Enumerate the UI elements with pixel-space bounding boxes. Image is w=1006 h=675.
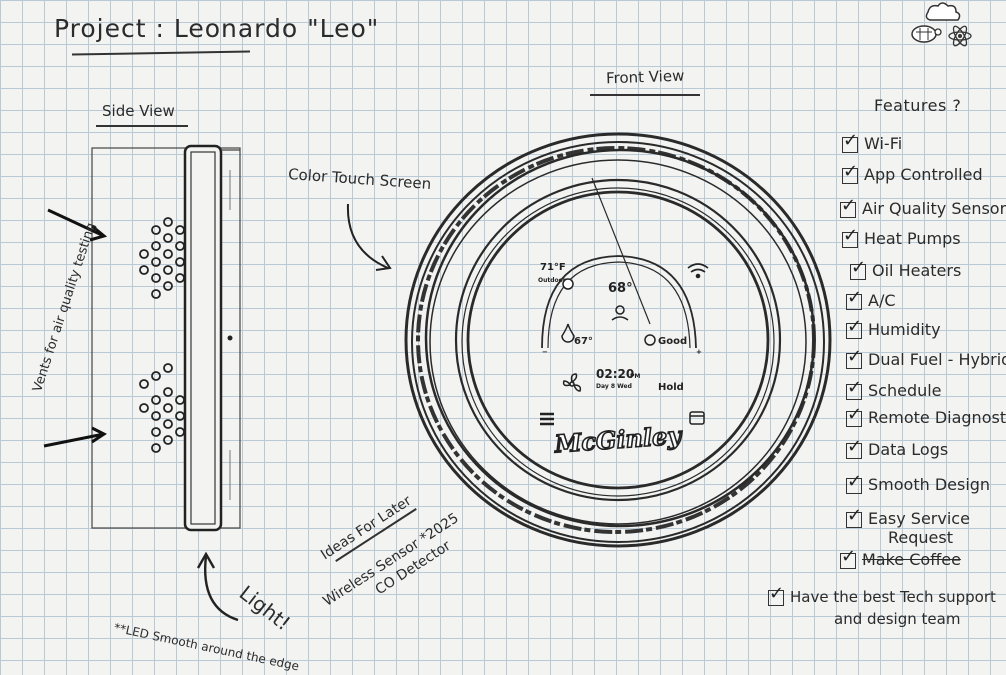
feature-item: Schedule	[846, 377, 942, 405]
fan-icon[interactable]	[562, 373, 582, 392]
person-icon	[611, 305, 629, 321]
air-quality-icon	[644, 334, 656, 346]
feature-item: Easy Service	[846, 505, 970, 533]
touch-screen-arrow	[346, 203, 392, 271]
humidity-value: 67°	[574, 336, 593, 347]
clock-time: 02:20	[596, 367, 634, 381]
brand-logo: McGinley	[553, 420, 684, 458]
checkbox-icon	[846, 404, 862, 427]
minus-button[interactable]: −	[542, 348, 548, 356]
side-view-drawing	[43, 144, 241, 532]
checkbox-icon	[846, 377, 862, 400]
checkbox-icon	[846, 436, 862, 459]
feature-item: Humidity	[846, 316, 941, 344]
checkbox-icon	[768, 583, 784, 606]
outdoor-label: Outdoor	[538, 277, 566, 284]
outdoor-temp: 71°F	[540, 262, 566, 273]
front-view-underline	[590, 94, 700, 96]
checkbox-icon	[846, 471, 862, 494]
front-view-label: Front View	[605, 66, 685, 88]
feature-item: Dual Fuel - Hybrid	[846, 346, 1006, 374]
feature-item: Wi-Fi	[842, 130, 902, 158]
checkbox-icon	[840, 546, 856, 569]
side-view-label: Side View	[102, 102, 175, 120]
checkbox-icon	[846, 316, 862, 339]
humidity-drop-icon	[561, 323, 575, 343]
setpoint-temp: 68°	[608, 281, 633, 296]
features-title: Features ?	[874, 96, 962, 115]
feature-item: Remote Diagnostics	[846, 404, 1006, 432]
title-underline	[71, 50, 251, 56]
light-arrow	[196, 551, 239, 622]
feature-item: App Controlled	[842, 161, 983, 189]
checkbox-icon	[846, 505, 862, 528]
calendar-icon[interactable]	[689, 411, 705, 425]
feature-item: Data Logs	[846, 436, 948, 464]
clock-date: Day 8 Wed	[596, 383, 632, 390]
plus-button[interactable]: +	[696, 348, 702, 356]
feature-request-line: Request	[888, 528, 953, 547]
feature-item: Smooth Design	[846, 471, 990, 499]
menu-icon[interactable]	[540, 412, 554, 426]
checkbox-icon	[842, 161, 858, 184]
hold-mode[interactable]: Hold	[658, 382, 684, 393]
checkbox-icon	[846, 346, 862, 369]
checkbox-icon	[842, 130, 858, 153]
checkbox-icon	[850, 257, 866, 280]
feature-item: Heat Pumps	[842, 225, 961, 253]
support-line-2: and design team	[834, 610, 961, 628]
logo-icon	[911, 2, 972, 47]
feature-item-struck: Make Coffee	[840, 546, 961, 574]
wifi-icon	[687, 263, 709, 279]
feature-item: A/C	[846, 287, 896, 315]
checkbox-icon	[840, 195, 856, 218]
checkbox-icon	[842, 225, 858, 248]
air-quality-label: Good	[658, 336, 687, 347]
page-title: Project : Leonardo "Leo"	[54, 14, 380, 43]
clock-ampm: PM	[630, 373, 640, 380]
checkbox-icon	[846, 287, 862, 310]
feature-item: Oil Heaters	[850, 257, 961, 285]
side-view-underline	[96, 125, 188, 127]
support-line-1: Have the best Tech support	[768, 583, 996, 606]
thermostat-front-view: 71°F Outdoor 68° 67° Good − + 02:20 PM D…	[404, 132, 832, 548]
feature-item: Air Quality Sensor	[840, 195, 1006, 223]
